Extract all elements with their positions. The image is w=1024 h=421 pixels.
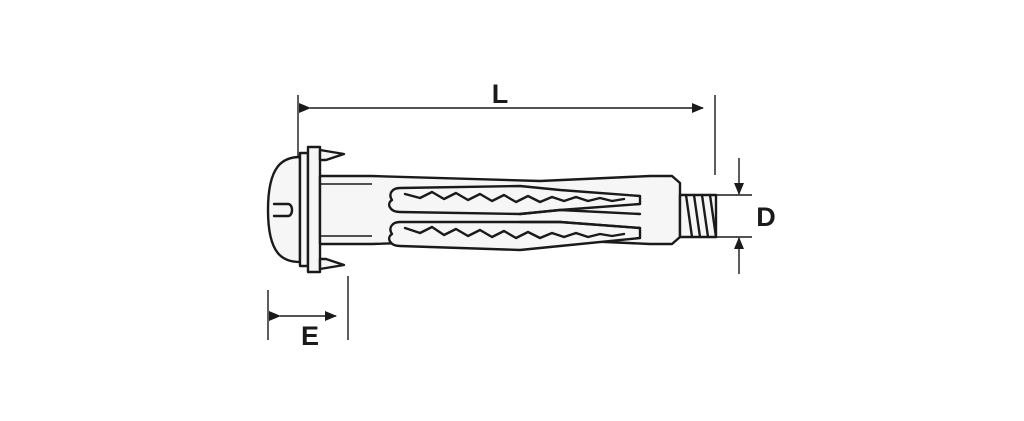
screw-head-dome bbox=[266, 155, 302, 264]
dimension-length: L bbox=[297, 79, 716, 175]
screw-slot bbox=[272, 202, 294, 218]
thread-lines bbox=[684, 193, 718, 239]
top-tooth bbox=[318, 148, 346, 162]
upper-leg-serration bbox=[403, 190, 626, 204]
diameter-label: D bbox=[756, 202, 776, 232]
flange bbox=[306, 145, 322, 274]
bottom-tooth bbox=[318, 257, 346, 271]
screw-head bbox=[266, 155, 302, 264]
slot-gap-bottom bbox=[518, 220, 642, 230]
slot-gap-top bbox=[518, 208, 642, 216]
collar-label: E bbox=[301, 321, 319, 351]
dimension-collar: E bbox=[267, 276, 349, 351]
threaded-tip bbox=[678, 193, 718, 239]
lower-leg-serration bbox=[403, 225, 626, 240]
anchor-sleeve bbox=[318, 174, 682, 252]
dimension-diameter: D bbox=[716, 158, 776, 274]
length-label: L bbox=[492, 79, 509, 109]
anchor-collar bbox=[298, 145, 346, 274]
